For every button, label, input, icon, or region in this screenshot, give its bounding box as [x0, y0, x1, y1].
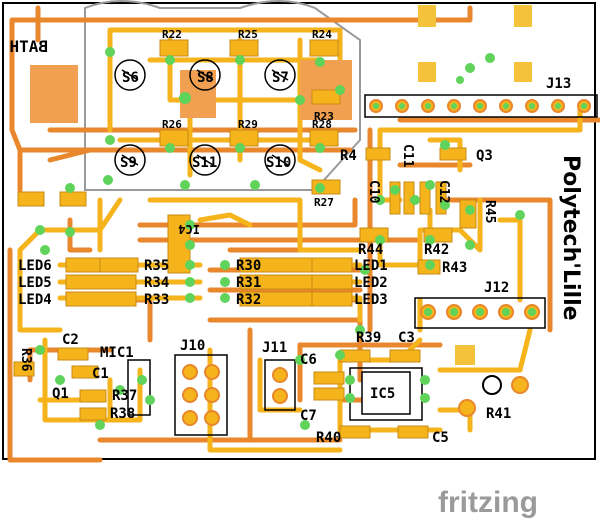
label-led5: LED5: [18, 275, 52, 291]
switch-symbols: [121, 69, 289, 166]
label-c5: C5: [432, 430, 449, 446]
label-c12: C12: [436, 180, 451, 203]
label-s9: S9: [120, 155, 137, 171]
label-r44: R44: [358, 242, 383, 258]
label-r4: R4: [340, 148, 357, 164]
label-q1: Q1: [52, 386, 69, 402]
smd-pads: [13, 39, 477, 439]
label-r41: R41: [486, 406, 511, 422]
label-led6: LED6: [18, 258, 52, 274]
label-r38: R38: [110, 406, 135, 422]
label-r26: R26: [162, 118, 182, 131]
label-r37: R37: [112, 388, 137, 404]
label-mic1: MIC1: [100, 345, 134, 361]
label-ic4: IC4: [178, 222, 200, 236]
label-j12: J12: [484, 280, 509, 296]
label-c6: C6: [300, 352, 317, 368]
label-r45: R45: [482, 200, 497, 223]
label-bat-mirrored: BATH: [9, 37, 48, 56]
label-j10: J10: [180, 338, 205, 354]
vias: [35, 47, 587, 430]
ic-bodies: [167, 214, 411, 415]
label-c10: C10: [366, 180, 381, 204]
label-r42: R42: [424, 242, 449, 258]
label-r40: R40: [316, 430, 341, 446]
label-c3: C3: [398, 330, 415, 346]
label-led1: LED1: [354, 258, 388, 274]
connector-pads: [418, 5, 532, 365]
label-r30: R30: [236, 258, 261, 274]
fritzing-logo: fritzing: [438, 486, 538, 519]
label-r35: R35: [144, 258, 169, 274]
label-s6: S6: [122, 70, 139, 86]
label-s8: S8: [197, 70, 214, 86]
label-led3: LED3: [354, 292, 388, 308]
label-ic5: IC5: [370, 386, 395, 402]
label-q3: Q3: [476, 148, 493, 164]
label-brand-title: Polytech'Lille: [558, 155, 583, 321]
label-led4: LED4: [18, 292, 52, 308]
label-r31: R31: [236, 275, 261, 291]
label-s11: S11: [192, 155, 217, 171]
label-r33: R33: [144, 292, 169, 308]
label-c7: C7: [300, 408, 317, 424]
label-led2: LED2: [354, 275, 388, 291]
label-c2: C2: [62, 332, 79, 348]
label-r43: R43: [442, 260, 467, 276]
label-r23: R23: [314, 110, 334, 123]
label-s7: S7: [272, 70, 289, 86]
label-r32: R32: [236, 292, 261, 308]
label-r25: R25: [238, 28, 258, 41]
label-r34: R34: [144, 275, 169, 291]
label-r28: R28: [312, 118, 332, 131]
label-r27: R27: [314, 196, 334, 209]
j10-j11-pins: [182, 364, 529, 426]
label-r24: R24: [312, 28, 332, 41]
label-c1: C1: [92, 366, 109, 382]
label-r36: R36: [18, 348, 33, 372]
label-r29: R29: [238, 118, 258, 131]
r41-pot-outline: [482, 375, 502, 395]
label-r22: R22: [162, 28, 182, 41]
label-j13: J13: [546, 76, 571, 92]
label-j11: J11: [262, 340, 287, 356]
label-r39: R39: [356, 330, 381, 346]
label-s10: S10: [266, 155, 291, 171]
label-c11: C11: [400, 144, 415, 168]
